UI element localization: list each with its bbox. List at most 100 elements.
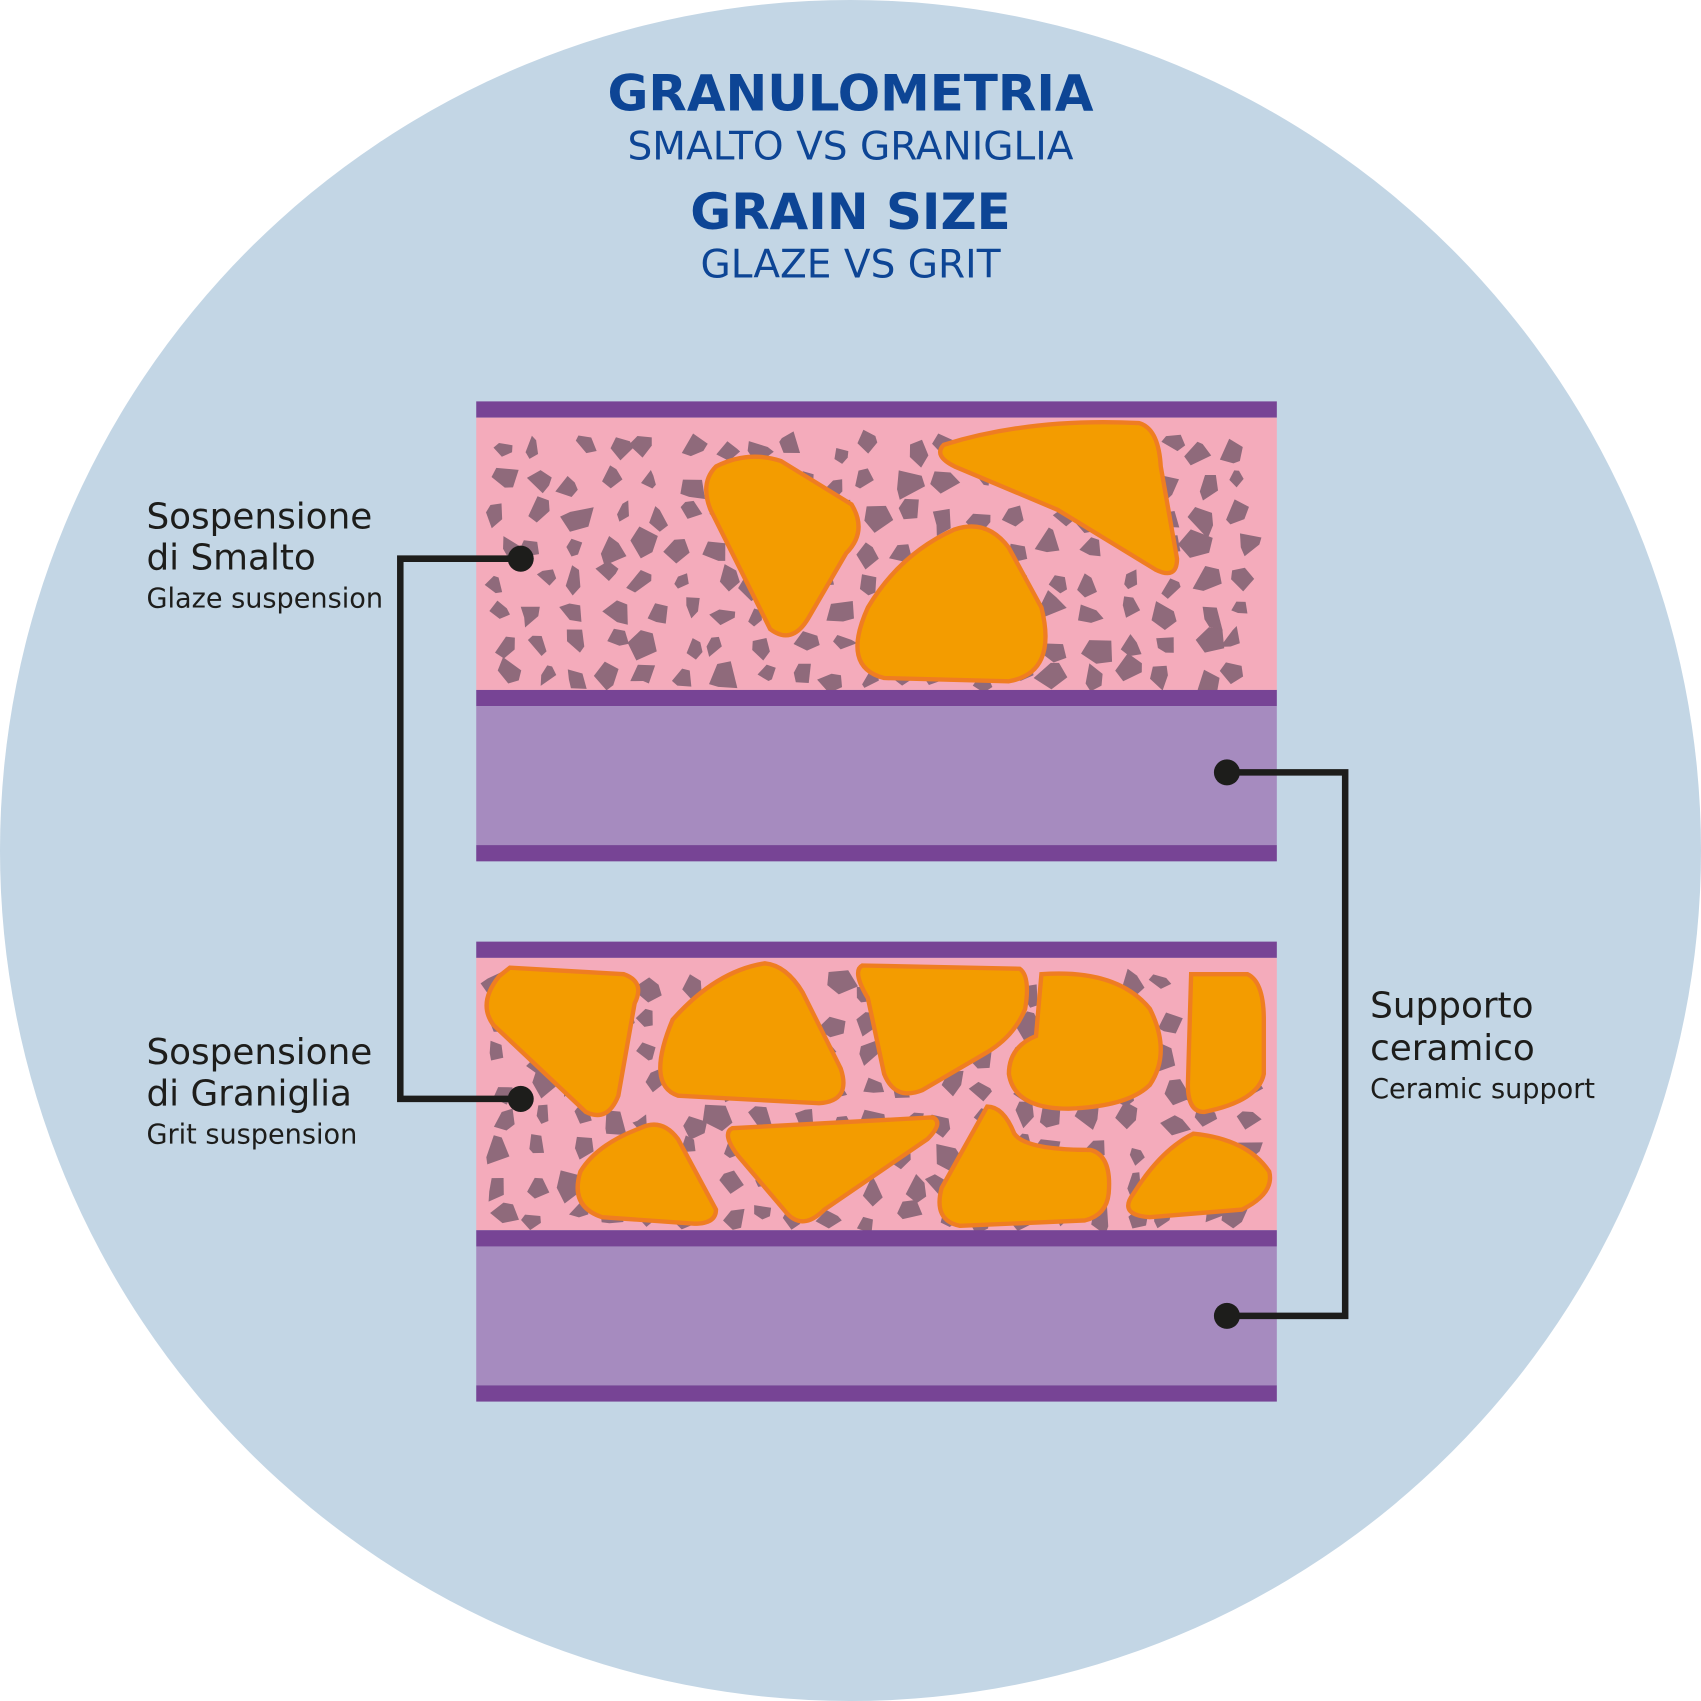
fine-particle	[1124, 569, 1138, 590]
fine-particle	[1015, 1101, 1034, 1129]
fine-particle	[566, 629, 585, 653]
glaze-panel	[476, 401, 1277, 862]
fine-particle	[909, 439, 929, 468]
fine-particle	[702, 541, 726, 561]
fine-particle	[1074, 1104, 1099, 1130]
fine-particle	[1115, 1101, 1138, 1130]
fine-particle	[636, 1042, 656, 1061]
fine-particle	[486, 503, 503, 529]
fine-particle	[1048, 575, 1068, 594]
fine-particle	[1034, 527, 1060, 553]
fine-particle	[709, 609, 736, 626]
fine-particle	[1184, 441, 1212, 466]
label-it-line2: di Smalto	[146, 538, 315, 579]
fine-particle	[1001, 505, 1024, 527]
fine-particle	[560, 507, 594, 532]
fine-particle	[1178, 529, 1213, 558]
fine-particle	[663, 538, 690, 564]
fine-particle	[857, 429, 878, 454]
label-it-line1: Sospensione	[146, 496, 372, 537]
label-en: Ceramic support	[1370, 1074, 1595, 1105]
grit-particles	[704, 420, 1180, 684]
fine-particle	[567, 669, 587, 689]
connector-right	[1226, 769, 1349, 1320]
fine-particle	[826, 600, 854, 622]
fine-particle	[1160, 1115, 1191, 1136]
fine-particle	[628, 435, 652, 458]
fine-particle	[1236, 1111, 1262, 1130]
fine-particle	[647, 603, 668, 624]
fine-particle	[1077, 573, 1097, 598]
fine-particle	[1231, 601, 1248, 614]
fine-particle	[859, 574, 877, 596]
fine-particle	[752, 637, 770, 661]
bottom-band	[476, 845, 1277, 862]
fine-particle	[968, 1081, 992, 1102]
fine-particle	[1161, 434, 1186, 452]
fine-particle	[674, 573, 689, 589]
fine-particle	[702, 1104, 733, 1132]
fine-particle	[686, 638, 703, 660]
fine-particle	[833, 634, 858, 650]
fine-particle	[864, 505, 894, 533]
label-en: Glaze suspension	[146, 584, 383, 615]
fine-particle	[681, 1135, 696, 1152]
fine-particle	[607, 628, 629, 646]
fine-particle	[897, 470, 926, 500]
fine-particle	[834, 448, 849, 464]
fine-particle	[556, 1170, 583, 1204]
fine-particle	[493, 1108, 515, 1131]
fine-particle	[817, 673, 843, 693]
top-band	[476, 401, 1277, 418]
fine-particle	[649, 506, 669, 532]
fine-particle	[617, 500, 629, 522]
label-grit-suspension: Sospensione di Graniglia Grit suspension	[146, 1032, 372, 1150]
fine-particle	[1148, 974, 1172, 989]
fine-particle	[536, 1104, 549, 1124]
fine-particle	[630, 664, 656, 684]
fine-particle	[779, 431, 801, 454]
fine-particle	[863, 1077, 885, 1093]
fine-particle	[748, 1106, 773, 1129]
label-it-line2: ceramico	[1370, 1028, 1535, 1069]
fine-particle	[493, 443, 513, 457]
fine-particle	[1195, 627, 1225, 653]
fine-particle	[671, 668, 692, 687]
bottom-band	[476, 1385, 1277, 1402]
fine-particle	[495, 636, 515, 659]
fine-particle	[965, 513, 991, 536]
title-it-main: GRANULOMETRIA	[607, 65, 1093, 123]
fine-particle	[748, 608, 762, 627]
fine-particle	[1151, 601, 1177, 630]
fine-particle	[681, 433, 708, 457]
fine-particle	[527, 635, 547, 656]
title-en-sub: GLAZE VS GRIT	[700, 243, 1000, 288]
fine-particle	[602, 600, 628, 625]
fine-particle	[575, 435, 597, 454]
fine-particle	[716, 441, 741, 461]
label-glaze-suspension: Sospensione di Smalto Glaze suspension	[146, 496, 383, 614]
fine-particle	[757, 664, 776, 682]
fine-particle	[488, 1178, 504, 1202]
fine-particle	[536, 569, 557, 586]
fine-particle	[1239, 533, 1262, 557]
label-it-line2: di Graniglia	[146, 1073, 352, 1114]
fine-particle	[1231, 567, 1255, 592]
fine-particle	[686, 597, 700, 619]
fine-particle	[525, 435, 539, 459]
fine-particle	[602, 465, 623, 489]
fine-particle	[627, 630, 657, 661]
fine-particle	[1150, 665, 1168, 691]
fine-particle	[1199, 475, 1219, 501]
fine-particle	[897, 1199, 923, 1220]
fine-particle	[1161, 578, 1181, 599]
fine-particle	[793, 663, 811, 684]
fine-particle	[635, 1008, 653, 1027]
mid-band	[476, 1230, 1277, 1247]
fine-particle	[565, 565, 581, 596]
fine-particle	[574, 1136, 594, 1160]
fine-particle	[1219, 438, 1243, 464]
support-pointer-dot	[1213, 1302, 1240, 1329]
fine-particle	[827, 970, 858, 995]
fine-particle	[794, 1109, 814, 1126]
